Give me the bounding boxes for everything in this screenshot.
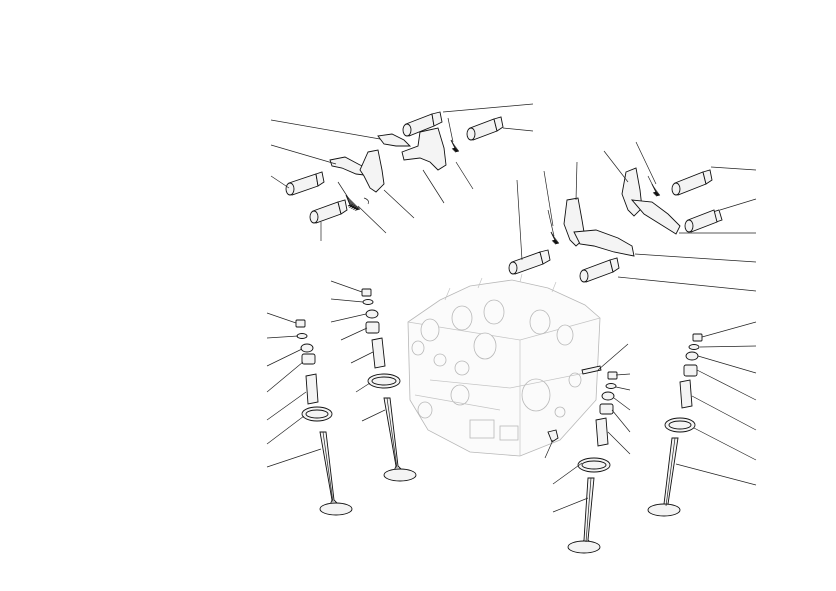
rocker-arm-center-small [377, 133, 412, 147]
valve-cap-left [295, 319, 306, 328]
valve-seal-center [365, 321, 380, 334]
valve-cap-right-a [607, 371, 618, 380]
torsion-spring-left [337, 181, 369, 211]
valve-center [383, 397, 417, 482]
rocker-shaft-lower [309, 199, 348, 224]
valve-small-bracket [547, 429, 559, 443]
valve-retainer-center [365, 309, 379, 319]
valve-keeper-right-b [688, 344, 700, 350]
rocker-arm-assembly-left [270, 119, 415, 241]
valve-keeper-left [296, 333, 308, 339]
torsion-spring-right-a [547, 209, 560, 245]
torsion-spring-right-b [647, 175, 661, 197]
valve-retainer-right-b [685, 351, 699, 361]
valve-seal-left [301, 353, 316, 365]
rocker-shaft-right-upper [671, 169, 713, 196]
rocker-shaft-right [466, 116, 504, 141]
valve-stack-right [544, 321, 757, 554]
rocker-shaft-bottom [579, 257, 620, 283]
valve-stem-pin [581, 365, 602, 375]
valve-seal-right-b [683, 364, 698, 377]
valve-stack-left [266, 312, 353, 516]
valve-keeper-right-a [605, 383, 617, 389]
valve-stack-center [330, 280, 417, 482]
rocker-shaft-upper [285, 171, 325, 196]
valve-right-b [647, 437, 681, 517]
valve-retainer-left [300, 343, 314, 353]
rocker-arm-assembly-right [508, 141, 757, 292]
rocker-arm-large [359, 149, 385, 193]
cylinder-head-ghost [407, 273, 601, 457]
rocker-shaft-right-lower [684, 209, 723, 233]
rocker-shaft-top [402, 111, 443, 137]
rocker-arm-right-d [630, 199, 681, 235]
torsion-spring-center [447, 117, 460, 153]
valve-guide-right-b [679, 379, 693, 409]
valve-guide-left [305, 373, 319, 405]
rocker-arm-assembly-center [377, 103, 534, 204]
valve-cap-right-b [692, 333, 703, 342]
valve-cap-center [361, 288, 372, 297]
valve-right-a [567, 477, 601, 554]
valve-left [319, 431, 353, 516]
valve-guide-right-a [595, 417, 609, 447]
valve-retainer-right-a [601, 391, 615, 401]
rocker-arm-right-b [573, 229, 635, 257]
valve-keeper-center [362, 299, 374, 305]
rocker-arm-center-large [401, 127, 447, 171]
valve-guide-center [371, 337, 386, 369]
valve-seal-right-a [599, 403, 614, 415]
rocker-shaft-mid [508, 249, 551, 275]
